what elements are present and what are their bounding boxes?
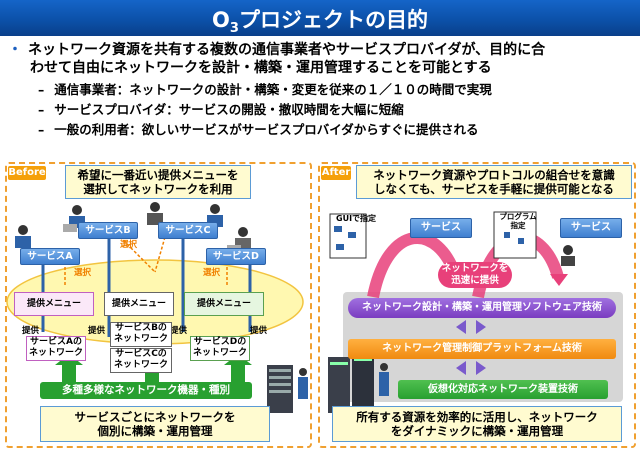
menu-box-1: 提供メニュー bbox=[14, 292, 94, 316]
provide-label-4: 提供 bbox=[250, 326, 268, 336]
quick-provide-badge: ネットワークを迅速に提供 bbox=[438, 262, 512, 288]
network-a-box: サービスAのネットワーク bbox=[26, 336, 86, 361]
device-layer: 仮想化対応ネットワーク装置技術 bbox=[398, 380, 608, 399]
provide-label-3: 提供 bbox=[170, 326, 188, 336]
provide-label-1: 提供 bbox=[22, 326, 40, 336]
after-diagram bbox=[328, 211, 575, 413]
service-c-box: サービスC bbox=[158, 222, 218, 239]
user-icon-5 bbox=[15, 225, 31, 248]
platform-layer: ネットワーク管理制御プラットフォーム技術 bbox=[348, 339, 616, 359]
network-d-box: サービスDのネットワーク bbox=[190, 336, 250, 361]
provide-label-2: 提供 bbox=[88, 326, 106, 336]
service-a-box: サービスA bbox=[20, 248, 80, 265]
service-d-box: サービスD bbox=[206, 248, 266, 265]
select-label-2: 選択 bbox=[74, 268, 92, 278]
page-title: O3プロジェクトの目的 bbox=[212, 8, 428, 37]
network-c-box: サービスCのネットワーク bbox=[110, 348, 172, 373]
user-icon-after bbox=[561, 245, 575, 266]
main-bullet: ・ネットワーク資源を共有する複数の通信事業者やサービスプロバイダが、目的に合 わ… bbox=[8, 42, 546, 76]
equipment-bar: 多種多様なネットワーク機器・種別 bbox=[40, 382, 252, 399]
sub-bullets: –通信事業者：ネットワークの設計・構築・変更を従来の１／１０の時間で実現 –サー… bbox=[38, 82, 492, 137]
select-label-1: 選択 bbox=[120, 240, 138, 250]
menu-box-3: 提供メニュー bbox=[184, 292, 264, 316]
after-tag: After bbox=[321, 166, 351, 180]
menu-box-2: 提供メニュー bbox=[104, 292, 174, 316]
gui-label: GUIで指定 bbox=[336, 214, 377, 223]
program-document-icon bbox=[493, 211, 537, 259]
server-rack-icon-after bbox=[328, 350, 389, 413]
before-tag: Before bbox=[8, 166, 46, 180]
select-label-3: 選択 bbox=[203, 268, 221, 278]
before-panel bbox=[5, 162, 312, 448]
before-top-note: 希望に一番近い提供メニューを選択してネットワークを利用 bbox=[65, 165, 251, 199]
network-b-box: サービスBのネットワーク bbox=[110, 322, 172, 347]
software-layer: ネットワーク設計・構築・運用管理ソフトウェア技術 bbox=[348, 298, 616, 318]
program-label: プログラム指定 bbox=[499, 212, 537, 230]
gui-document-icon bbox=[329, 213, 367, 259]
after-bottom-note: 所有する資源を効率的に活用し、ネットワークをダイナミックに構築・運用管理 bbox=[332, 406, 622, 442]
after-top-note: ネットワーク資源やプロトコルの組合せを意識しなくても、サービスを手軽に提供可能と… bbox=[356, 165, 632, 199]
service-box-2: サービス bbox=[560, 218, 622, 238]
before-bottom-note: サービスごとにネットワークを個別に構築・運用管理 bbox=[40, 406, 270, 442]
service-box-1: サービス bbox=[410, 218, 472, 238]
after-panel bbox=[318, 162, 636, 448]
server-rack-icon bbox=[267, 365, 308, 413]
service-b-box: サービスB bbox=[78, 222, 138, 239]
title-bar bbox=[0, 0, 640, 36]
